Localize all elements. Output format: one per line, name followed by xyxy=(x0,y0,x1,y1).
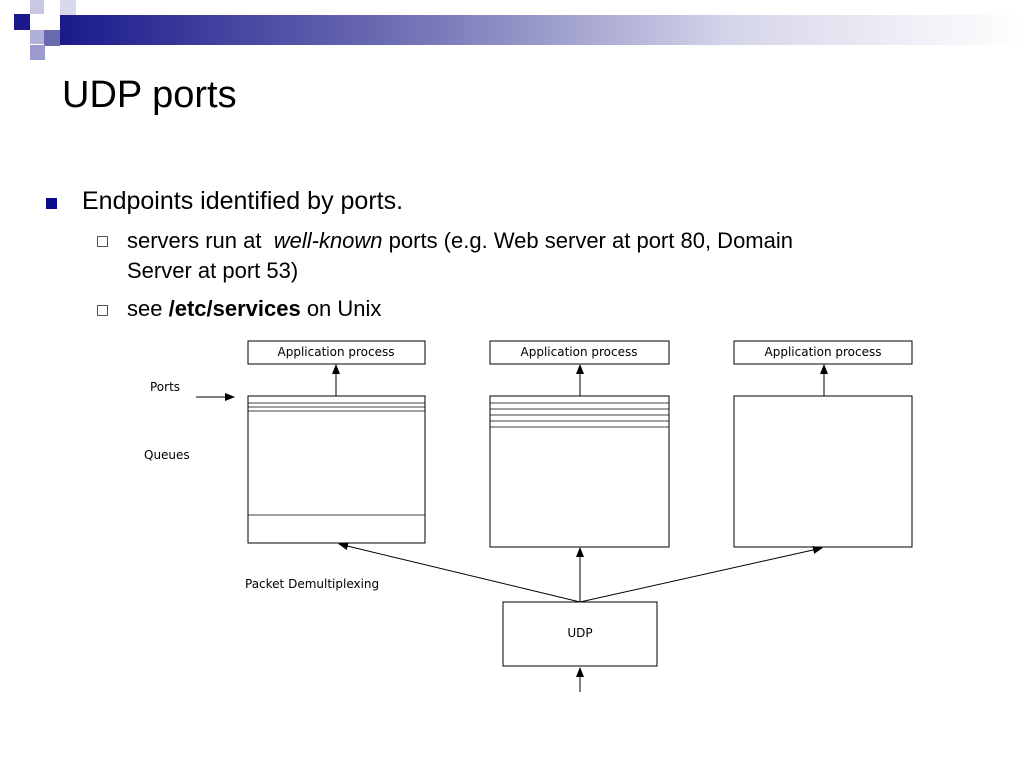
app-process-label-3: Application process xyxy=(765,345,882,359)
header-square-6 xyxy=(30,45,45,60)
demux-label: Packet Demultiplexing xyxy=(245,577,379,591)
sub-bullet-servers-post: ports (e.g. Web server at port 80, Domai… xyxy=(382,228,793,253)
app-process-box-1: Application process xyxy=(247,340,426,365)
app-process-box-2: Application process xyxy=(489,340,670,365)
sub-bullet-servers-line2: Server at port 53) xyxy=(127,258,299,283)
header-square-1 xyxy=(14,14,30,30)
queues-label: Queues xyxy=(144,448,190,462)
page-title: UDP ports xyxy=(62,74,237,116)
sub-bullet-see: see xyxy=(127,296,169,321)
sub-bullet-marker-2 xyxy=(97,305,108,316)
well-known-text: well-known xyxy=(273,228,383,253)
sub-bullet-on-unix: on Unix xyxy=(300,296,382,321)
bullet-marker xyxy=(46,198,57,209)
header-band xyxy=(14,0,1024,60)
demux-arrow-3 xyxy=(579,546,823,603)
udp-box: UDP xyxy=(502,601,658,667)
app-process-label-1: Application process xyxy=(278,345,395,359)
demux-arrow-1 xyxy=(338,542,581,603)
sub-bullet-marker-1 xyxy=(97,236,108,247)
header-square-5 xyxy=(60,0,76,15)
ports-label: Ports xyxy=(150,380,180,394)
header-square-4 xyxy=(44,30,60,46)
bullet-endpoints: Endpoints identified by ports. xyxy=(82,187,404,215)
port-queue-box-1 xyxy=(247,395,426,544)
port-queue-box-3 xyxy=(733,395,913,548)
sub-bullet-etc-services: see /etc/services on Unix xyxy=(127,294,381,324)
app-process-label-2: Application process xyxy=(521,345,638,359)
sub-bullet-servers-pre: servers run at xyxy=(127,228,274,253)
header-square-2 xyxy=(30,0,44,14)
udp-label: UDP xyxy=(567,626,592,640)
sub-bullet-servers: servers run at well-known ports (e.g. We… xyxy=(127,226,793,286)
app-process-box-3: Application process xyxy=(733,340,913,365)
etc-services-path: /etc/services xyxy=(168,296,301,321)
header-square-3 xyxy=(30,30,44,44)
port-queue-box-2 xyxy=(489,395,670,548)
